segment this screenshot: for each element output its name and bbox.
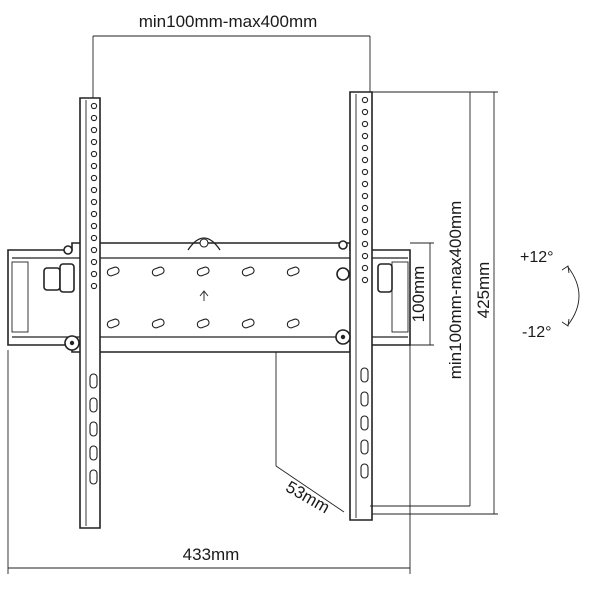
tilt-knob-left	[43, 263, 75, 293]
overall-width-dimension: 433mm	[7, 345, 411, 574]
tilt-indicator: +12° -12°	[520, 249, 580, 341]
vesa-width-label: min100mm-max400mm	[139, 12, 318, 31]
left-arm-holes	[89, 102, 98, 485]
tilt-down-label: -12°	[522, 324, 552, 341]
wall-plate-slots	[106, 266, 300, 329]
arm-height-dimension: 425mm	[370, 91, 498, 515]
plate-height-label: 100mm	[409, 266, 428, 323]
arrow-up-icon	[199, 290, 209, 301]
vesa-width-dimension: min100mm-max400mm	[92, 12, 371, 98]
right-arm	[335, 91, 373, 521]
vesa-height-dimension: min100mm-max400mm	[446, 201, 465, 380]
right-arm-holes	[360, 96, 369, 479]
tilt-up-label: +12°	[520, 249, 554, 266]
arm-height-label: 425mm	[474, 262, 493, 319]
depth-label: 53mm	[283, 477, 333, 517]
vesa-height-label: min100mm-max400mm	[446, 201, 465, 380]
tilt-knob-right	[377, 263, 393, 293]
left-arm	[63, 97, 101, 529]
depth-dimension: 53mm	[275, 352, 345, 517]
plate-height-dimension: 100mm	[409, 242, 434, 346]
tilt-arc-icon	[567, 266, 580, 326]
overall-width-label: 433mm	[183, 545, 240, 564]
